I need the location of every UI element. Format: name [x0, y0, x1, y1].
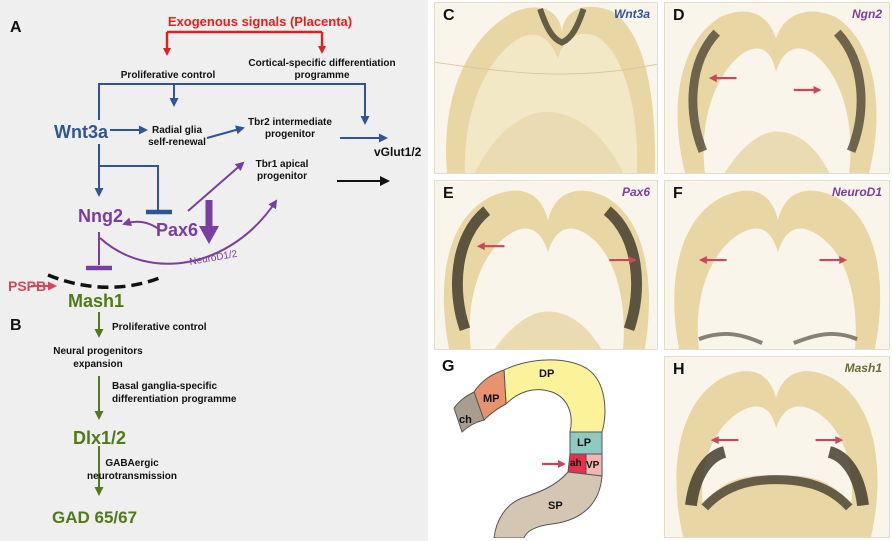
pax6-ngn2-arrows [98, 161, 278, 265]
panel-c-gene: Wnt3a [614, 7, 650, 21]
panel-c-tissue [435, 6, 657, 173]
gabaergic-line2: neurotransmission [87, 471, 177, 482]
pspb-dashed-boundary [47, 273, 163, 289]
region-sp-label: SP [548, 500, 563, 512]
panel-e-tissue [443, 190, 649, 349]
panel-h-label: H [673, 361, 685, 378]
dlx-node: Dlx1/2 [73, 428, 126, 448]
basal-ganglia-line1: Basal ganglia-specific [112, 381, 217, 392]
radial-glia-line1: Radial glia [152, 125, 202, 136]
basal-ganglia-line2: differentiation programme [112, 394, 237, 405]
neural-progenitors-line2: expansion [73, 359, 122, 370]
panel-d-gene: Ngn2 [852, 7, 882, 21]
panel-f-tissue [674, 190, 881, 349]
nng2-node: Nng2 [78, 206, 123, 226]
wnt3a-signaling-arrows [94, 83, 388, 210]
tbr2-line1: Tbr2 intermediate [248, 117, 332, 128]
region-lp-label: LP [577, 437, 592, 449]
panel-label-a: A [10, 19, 22, 36]
cortical-programme-line1: Cortical-specific differentiation [248, 58, 395, 69]
panel-d-label: D [673, 7, 685, 24]
panel-f-label: F [673, 185, 683, 202]
panel-e-arrows [476, 242, 637, 265]
schematic-background [0, 0, 428, 541]
neurod-label: NeuroD1/2 [189, 249, 239, 268]
region-vp-label: VP [586, 460, 600, 471]
wnt3a-node: Wnt3a [54, 122, 109, 142]
panel-d-micrograph: D Ngn2 [664, 2, 890, 174]
signaling-schematic: A B Exogenous signals (Placenta) Prolife… [8, 14, 422, 527]
region-mp-label: MP [483, 393, 500, 405]
panel-h-tissue [676, 371, 878, 537]
panel-d-arrows [708, 74, 822, 94]
region-ah-label: ah [570, 458, 582, 469]
pax6-thick-arrow-head [199, 226, 219, 244]
gabaergic-line1: GABAergic [105, 458, 159, 469]
exogenous-arrows [163, 30, 326, 56]
panel-e-label: E [443, 185, 454, 202]
neural-progenitors-line1: Neural progenitors [53, 346, 143, 357]
exogenous-signals-label: Exogenous signals (Placenta) [168, 14, 352, 29]
panel-g-label: G [442, 358, 455, 375]
panel-h-gene: Mash1 [844, 361, 882, 375]
panel-h-micrograph: H Mash1 [664, 356, 890, 538]
panel-f-gene: NeuroD1 [831, 185, 882, 199]
tbr1-line2: progenitor [257, 171, 307, 182]
panel-e-micrograph: E Pax6 [434, 180, 658, 350]
panel-c-label: C [443, 7, 455, 24]
pspb-label: PSPB [8, 278, 46, 294]
vglut-node: vGlut1/2 [374, 145, 422, 159]
cortical-programme-line2: programme [294, 70, 349, 81]
panel-g-schematic: G MP DP ch LP ah VP SP [434, 352, 658, 538]
tbr2-line2: progenitor [265, 129, 315, 140]
panel-e-gene: Pax6 [621, 185, 650, 199]
panel-f-micrograph: F NeuroD1 [664, 180, 890, 350]
panel-d-tissue [677, 11, 877, 173]
region-ch-label: ch [459, 414, 472, 426]
panel-g-regions [453, 359, 606, 538]
proliferative-control-top-label: Proliferative control [121, 70, 216, 81]
pax6-node: Pax6 [156, 220, 198, 240]
gad-node: GAD 65/67 [52, 508, 137, 527]
panel-label-b: B [10, 317, 22, 334]
tbr1-line1: Tbr1 apical [256, 159, 309, 170]
panel-h-arrows [710, 436, 844, 445]
panel-c-micrograph: C Wnt3a [434, 2, 658, 174]
mash1-node: Mash1 [68, 291, 124, 311]
radial-glia-line2: self-renewal [148, 137, 206, 148]
panel-f-arrows [698, 256, 848, 265]
region-dp-label: DP [539, 368, 555, 380]
proliferative-control-b-label: Proliferative control [112, 322, 207, 333]
